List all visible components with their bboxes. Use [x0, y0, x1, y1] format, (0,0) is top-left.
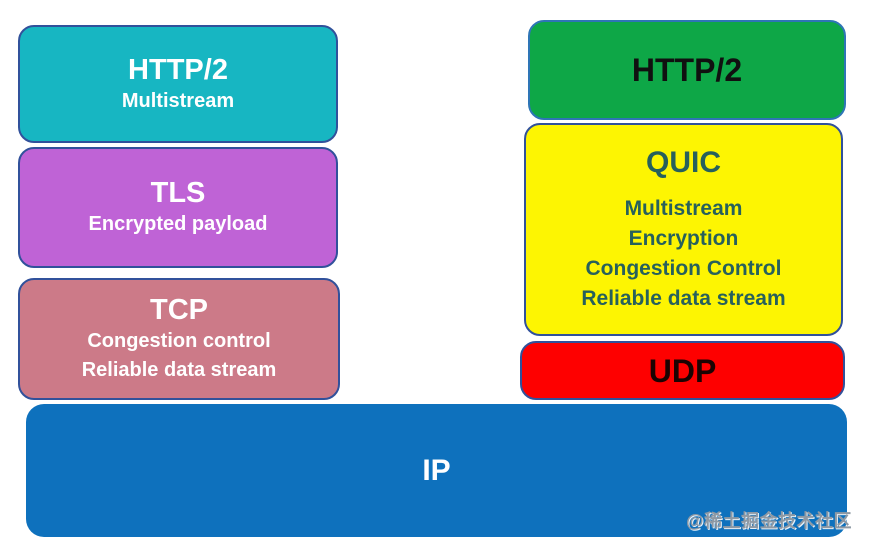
- layer-feature-line: Reliable data stream: [581, 286, 786, 310]
- layer-feature-line: Multistream: [624, 196, 743, 220]
- layer-title: HTTP/2: [128, 53, 228, 86]
- layer-udp: UDP: [520, 341, 845, 400]
- layer-title: QUIC: [646, 145, 721, 179]
- layer-title: TLS: [150, 177, 206, 209]
- layer-http2-left: HTTP/2 Multistream: [18, 25, 338, 143]
- layer-title: UDP: [648, 352, 717, 389]
- layer-feature-line: Encryption: [628, 226, 739, 250]
- layer-tcp: TCP Congestion control Reliable data str…: [18, 278, 340, 400]
- layer-feature-line: Reliable data stream: [81, 359, 277, 381]
- layer-feature-line: Multistream: [121, 89, 235, 112]
- layer-ip: IP: [26, 404, 847, 537]
- layer-feature-line: Congestion control: [87, 330, 271, 352]
- layer-http2-right: HTTP/2: [528, 20, 846, 120]
- layer-title: IP: [422, 453, 451, 487]
- layer-feature-line: Encrypted payload: [88, 213, 268, 235]
- layer-quic: QUIC Multistream Encryption Congestion C…: [524, 123, 843, 336]
- watermark: @稀土掘金技术社区: [685, 511, 852, 531]
- layer-title: HTTP/2: [631, 52, 743, 88]
- layer-title: TCP: [150, 294, 208, 326]
- layer-feature-line: Congestion Control: [585, 256, 782, 280]
- layer-tls: TLS Encrypted payload: [18, 147, 338, 268]
